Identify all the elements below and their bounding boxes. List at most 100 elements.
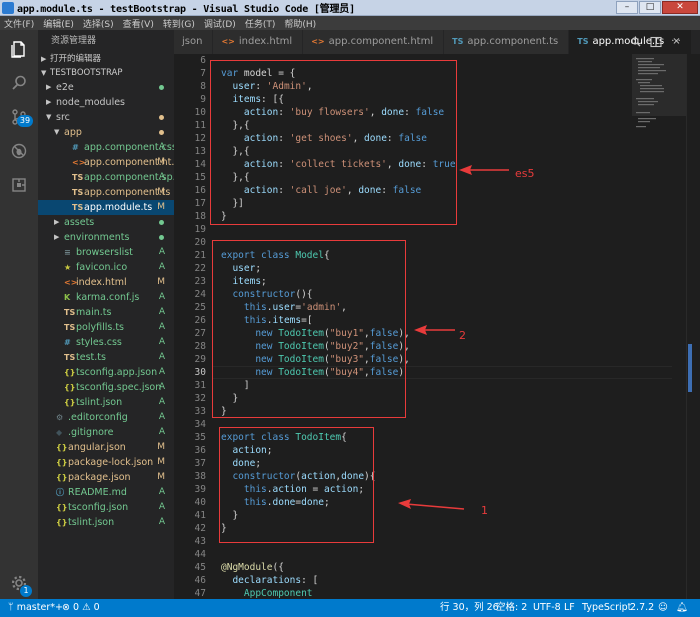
editor-tab[interactable]: <>index.html — [213, 30, 304, 54]
split-editor-icon[interactable] — [650, 36, 662, 48]
vertical-scrollbar[interactable] — [686, 54, 700, 599]
menu-item[interactable]: 任务(T) — [244, 19, 276, 30]
code-line[interactable]: } — [221, 405, 227, 418]
code-line[interactable]: done; — [221, 457, 261, 470]
language-mode[interactable]: TypeScript — [582, 602, 632, 613]
code-line[interactable]: } — [221, 392, 238, 405]
menu-item[interactable]: 转到(G) — [162, 19, 195, 30]
open-changes-icon[interactable] — [630, 36, 642, 48]
code-line[interactable]: declarations: [ — [221, 574, 318, 587]
code-line[interactable]: constructor(action,done){ — [221, 470, 375, 483]
code-line[interactable]: action: 'buy flowsers', done: false — [221, 106, 444, 119]
file-tree-item[interactable]: ▶node_modules — [38, 95, 174, 110]
eol-setting[interactable]: LF — [564, 602, 575, 613]
code-line[interactable]: export class TodoItem{ — [221, 431, 347, 444]
code-line[interactable]: } — [221, 509, 238, 522]
code-line[interactable]: new TodoItem("buy3",false), — [221, 353, 410, 366]
code-line[interactable]: action; — [221, 444, 272, 457]
extensions-icon[interactable] — [0, 168, 38, 202]
code-line[interactable]: var model = { — [221, 67, 295, 80]
editor-tab[interactable]: <>app.component.html — [303, 30, 445, 54]
menu-item[interactable]: 帮助(H) — [284, 19, 317, 30]
code-line[interactable]: new TodoItem("buy1",false), — [221, 327, 410, 340]
code-line[interactable]: action: 'get shoes', done: false — [221, 132, 427, 145]
open-editors-header[interactable]: ▶打开的编辑器 — [41, 54, 102, 64]
manage-gear-icon[interactable] — [0, 566, 38, 600]
indentation-setting[interactable]: 空格: 2 — [496, 602, 528, 613]
notifications-icon[interactable]: 🔔︎ — [676, 602, 689, 613]
editor-tab[interactable]: json — [174, 30, 214, 54]
code-line[interactable]: action: 'call joe', done: false — [221, 184, 421, 197]
menu-item[interactable]: 文件(F) — [4, 19, 35, 30]
chevron-down-icon[interactable]: ▼ — [54, 128, 60, 136]
code-area[interactable]: var model = { user: 'Admin', items: [{ a… — [221, 54, 631, 599]
chevron-right-icon[interactable]: ▶ — [46, 98, 52, 106]
typescript-version[interactable]: 2.7.2 — [630, 602, 655, 613]
chevron-down-icon[interactable]: ▼ — [46, 113, 52, 121]
code-line[interactable]: }] — [221, 197, 243, 210]
code-line[interactable]: constructor(){ — [221, 288, 312, 301]
code-line[interactable]: new TodoItem("buy4",false) — [221, 366, 404, 379]
code-line[interactable]: items; — [221, 275, 266, 288]
code-line[interactable]: user; — [221, 262, 261, 275]
file-tree-item[interactable]: ▼src — [38, 110, 174, 125]
git-branch-item[interactable]: ᛘ master*+ — [8, 602, 63, 613]
code-line[interactable]: user: 'Admin', — [221, 80, 312, 93]
explorer-icon[interactable] — [0, 32, 38, 66]
code-line[interactable]: this.action = action; — [221, 483, 364, 496]
minimize-button[interactable]: – — [616, 1, 638, 14]
code-line[interactable]: this.items=[ — [221, 314, 313, 327]
debug-icon[interactable] — [0, 134, 38, 168]
file-tree-item[interactable]: <>app.component.ht...M — [38, 155, 174, 170]
code-line[interactable]: @NgModule({ — [221, 561, 284, 574]
more-actions-icon[interactable]: ··· — [671, 36, 681, 47]
code-line[interactable]: },{ — [221, 119, 249, 132]
code-line[interactable]: } — [221, 210, 227, 223]
project-header[interactable]: ▼TESTBOOTSTRAP — [41, 68, 123, 78]
menu-item[interactable]: 查看(V) — [122, 19, 154, 30]
file-tree-item[interactable]: ▶environments — [38, 230, 174, 245]
code-line[interactable]: this.done=done; — [221, 496, 330, 509]
close-window-button[interactable]: ✕ — [662, 1, 698, 14]
problems-item[interactable]: ⊗ 0 ⚠ 0 — [62, 602, 100, 613]
file-tree-item[interactable]: ▶assets — [38, 215, 174, 230]
minimap[interactable] — [632, 54, 686, 174]
menu-item[interactable]: 编辑(E) — [43, 19, 74, 30]
file-tree-item[interactable]: ▶e2e — [38, 80, 174, 95]
file-tree-item[interactable]: ▼app — [38, 125, 174, 140]
code-line[interactable]: },{ — [221, 145, 249, 158]
cursor-position[interactable]: 行 30，列 26 — [440, 602, 499, 613]
menu-item[interactable]: 选择(S) — [82, 19, 114, 30]
code-line[interactable]: } — [221, 522, 227, 535]
code-line[interactable]: },{ — [221, 171, 249, 184]
feedback-icon[interactable]: ☺ — [658, 602, 668, 613]
maximize-button[interactable]: □ — [639, 1, 661, 14]
search-icon[interactable] — [0, 66, 38, 100]
code-line[interactable]: ] — [221, 379, 250, 392]
code-line[interactable]: this.user='admin', — [221, 301, 347, 314]
code-line[interactable]: action: 'collect tickets', done: true — [221, 158, 456, 171]
close-tab-icon[interactable]: × — [672, 36, 681, 47]
